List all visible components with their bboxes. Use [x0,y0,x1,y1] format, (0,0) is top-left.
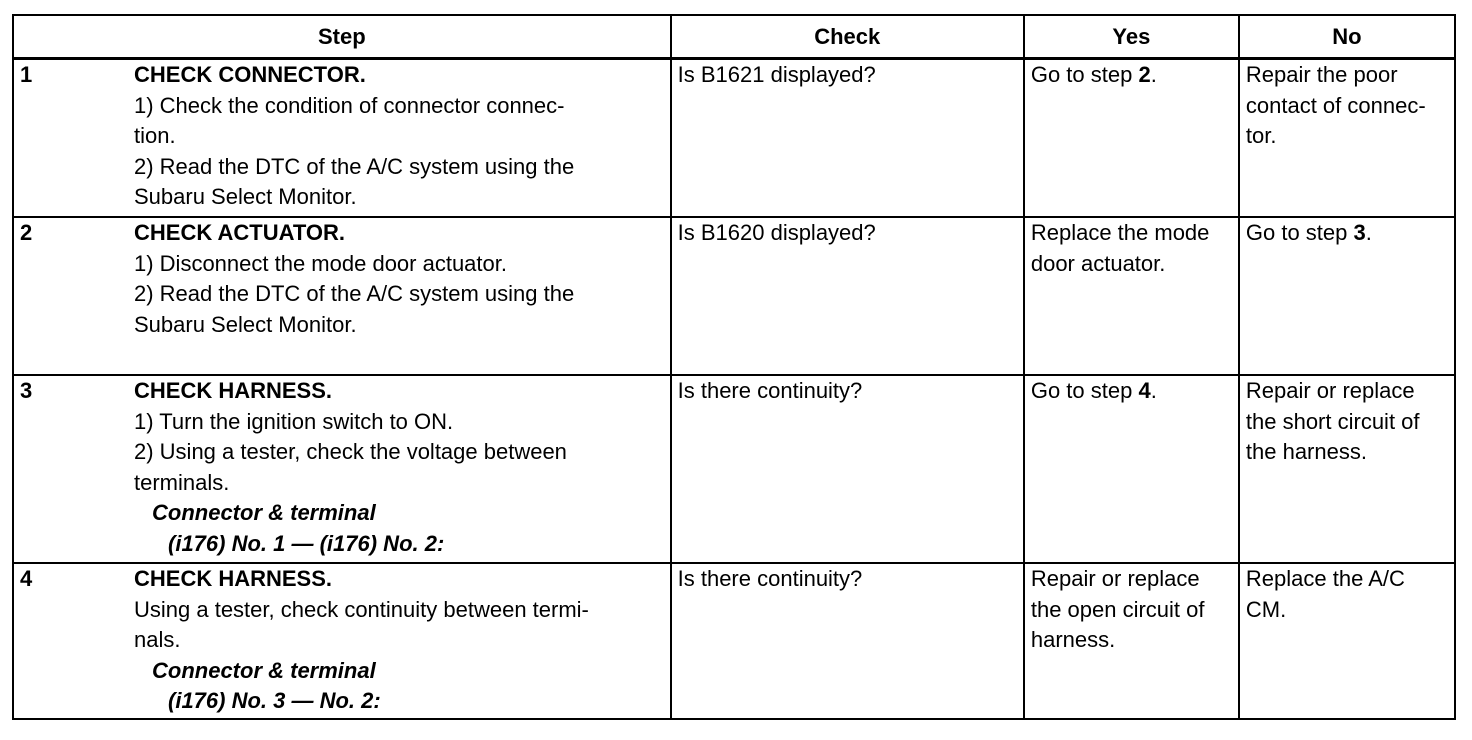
yes-end: . [1150,62,1157,87]
step-title: CHECK HARNESS. [134,378,333,403]
step-content: CHECK ACTUATOR. 1) Disconnect the mode d… [134,218,670,340]
no-line: Repair or replace [1245,378,1415,403]
step-cell: 4 CHECK HARNESS. Using a tester, check c… [12,562,672,720]
step-title: CHECK CONNECTOR. [134,62,366,87]
step-title: CHECK HARNESS. [134,566,333,591]
table-row: 1 CHECK CONNECTOR. 1) Check the conditio… [12,57,1457,218]
step-line: 1) Turn the ignition switch to ON. [134,408,454,434]
step-number: 1 [20,62,33,87]
no-cell: Repair the poor contact of connec- tor. [1237,57,1457,218]
step-line: 1) Check the condition of connector conn… [134,92,565,118]
no-line: contact of connec- [1245,92,1426,118]
step-line: 2) Read the DTC of the A/C system using … [134,153,575,179]
yes-line: the open circuit of [1030,596,1205,622]
no-line: tor. [1245,123,1277,148]
step-number: 2 [20,220,33,245]
no-text: Go to step [1245,220,1354,245]
check-cell: Is B1621 displayed? [669,57,1025,218]
no-cell: Replace the A/C CM. [1237,562,1457,720]
step-cell: 2 CHECK ACTUATOR. 1) Disconnect the mode… [12,216,672,376]
step-line: 2) Read the DTC of the A/C system using … [134,281,575,306]
step-content: CHECK HARNESS. 1) Turn the ignition swit… [134,376,670,559]
yes-line: harness. [1030,627,1116,652]
diagnostic-table: Step Check Yes No 1 CHECK CONNECTOR. 1) … [12,14,1457,720]
check-cell: Is B1620 displayed? [669,216,1025,376]
step-line: 2) Using a tester, check the voltage bet… [134,439,567,464]
no-cell: Repair or replace the short circuit of t… [1237,374,1457,564]
step-cell: 1 CHECK CONNECTOR. 1) Check the conditio… [12,57,672,218]
yes-text: Go to step [1030,62,1139,87]
yes-line: Replace the mode [1030,220,1210,245]
no-line: the short circuit of [1245,408,1420,434]
yes-step-number: 4 [1138,378,1151,403]
header-step: Step [12,14,672,60]
step-line: Subaru Select Monitor. [134,311,357,337]
step-line: terminals. [134,469,230,495]
header-check: Check [669,14,1025,60]
yes-cell: Go to step 4. [1022,374,1240,564]
no-cell: Go to step 3. [1237,216,1457,376]
no-line: Replace the A/C [1245,566,1405,591]
yes-end: . [1150,378,1157,403]
no-line: the harness. [1245,439,1367,464]
connector-label: Connector & terminal [152,500,376,525]
step-title: CHECK ACTUATOR. [134,220,346,245]
yes-cell: Replace the mode door actuator. [1022,216,1240,376]
connector-terminal: (i176) No. 1 — (i176) No. 2: [168,530,445,556]
step-line: Subaru Select Monitor. [134,184,357,209]
yes-line: door actuator. [1030,250,1166,276]
no-line: Repair the poor [1245,62,1398,87]
step-content: CHECK HARNESS. Using a tester, check con… [134,564,670,717]
no-step-number: 3 [1353,220,1366,245]
check-cell: Is there continuity? [669,374,1025,564]
yes-text: Go to step [1030,378,1139,403]
yes-step-number: 2 [1138,62,1151,87]
step-line: Using a tester, check continuity between… [134,596,589,622]
yes-cell: Go to step 2. [1022,57,1240,218]
yes-cell: Repair or replace the open circuit of ha… [1022,562,1240,720]
header-row: Step Check Yes No [12,14,1457,60]
table-row: 2 CHECK ACTUATOR. 1) Disconnect the mode… [12,216,1457,376]
step-cell: 3 CHECK HARNESS. 1) Turn the ignition sw… [12,374,672,564]
step-line: nals. [134,627,181,652]
step-line: tion. [134,123,176,148]
header-no: No [1237,14,1457,60]
check-cell: Is there continuity? [669,562,1025,720]
yes-line: Repair or replace [1030,566,1200,591]
connector-label: Connector & terminal [152,657,376,683]
table-row: 3 CHECK HARNESS. 1) Turn the ignition sw… [12,374,1457,564]
connector-terminal: (i176) No. 3 — No. 2: [168,688,381,713]
table-row: 4 CHECK HARNESS. Using a tester, check c… [12,562,1457,720]
step-number: 4 [20,566,33,591]
no-end: . [1365,220,1372,245]
no-line: CM. [1245,596,1287,622]
step-line: 1) Disconnect the mode door actuator. [134,250,507,276]
step-number: 3 [20,378,33,403]
step-content: CHECK CONNECTOR. 1) Check the condition … [134,60,670,213]
header-yes: Yes [1022,14,1240,60]
